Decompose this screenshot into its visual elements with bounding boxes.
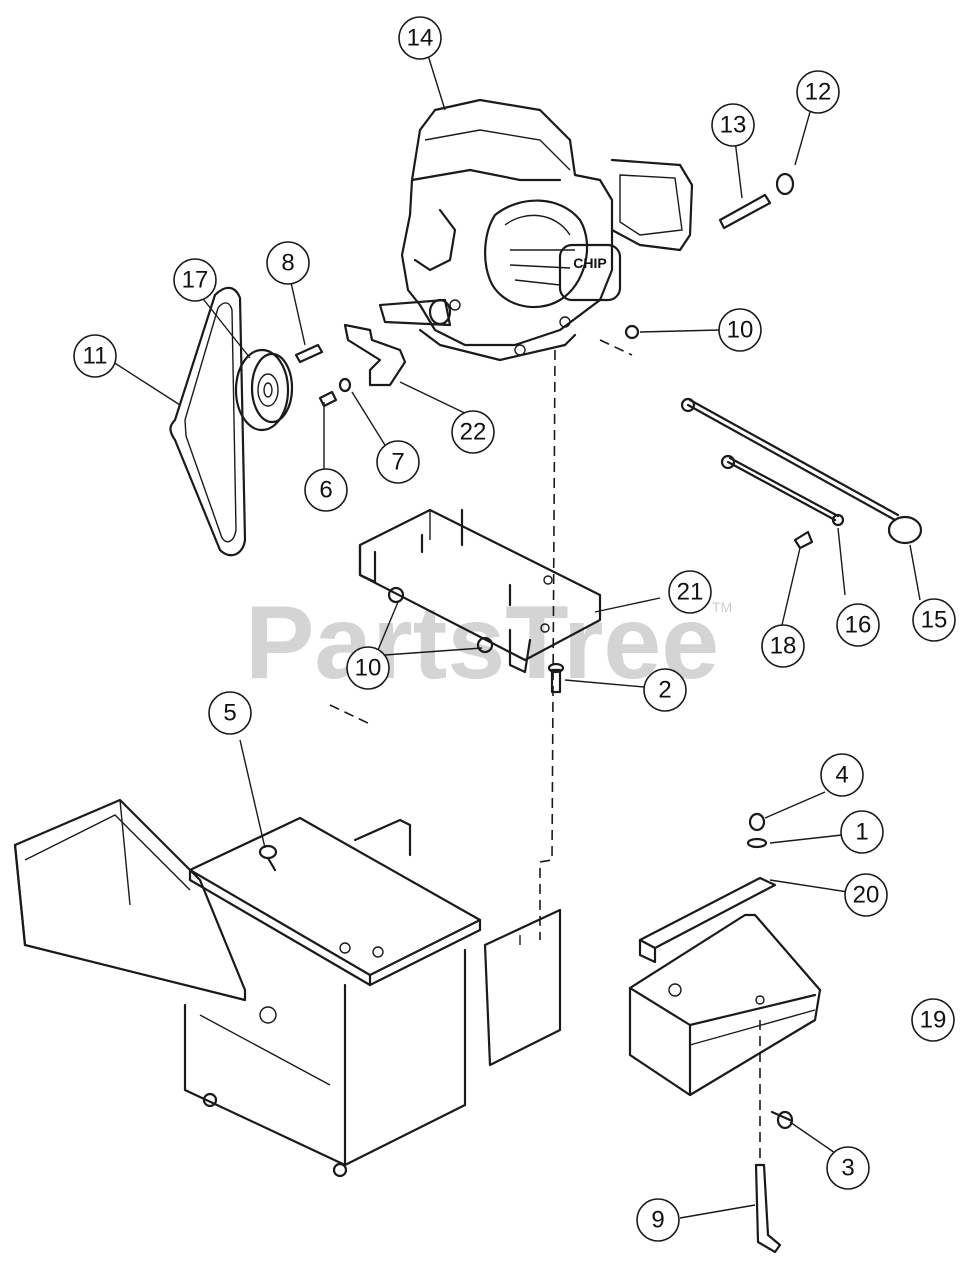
callout-18[interactable]: 18 (761, 624, 805, 668)
callout-16[interactable]: 16 (836, 603, 880, 647)
callout-label: 14 (407, 25, 434, 52)
callout-label: 18 (770, 633, 797, 660)
callout-19[interactable]: 19 (911, 998, 955, 1042)
callout-22[interactable]: 22 (451, 410, 495, 454)
engine[interactable]: CHIP (378, 98, 694, 362)
callout-20[interactable]: 20 (844, 873, 888, 917)
pulley[interactable] (234, 348, 294, 432)
callout-label: 13 (720, 112, 747, 139)
callout-14[interactable]: 14 (398, 16, 442, 60)
callout-label: 20 (853, 882, 880, 909)
callout-label: 2 (658, 677, 671, 704)
callout-9[interactable]: 9 (636, 1198, 680, 1242)
callout-label: 9 (651, 1207, 664, 1234)
callout-label: 10 (727, 317, 754, 344)
callout-label: 5 (223, 700, 236, 727)
watermark: PartsTree TM (245, 585, 732, 701)
callout-label: 7 (391, 449, 404, 476)
callout-label: 3 (841, 1155, 854, 1182)
callout-label: 21 (677, 579, 704, 606)
callout-17[interactable]: 17 (173, 258, 217, 302)
callout-1[interactable]: 1 (840, 810, 884, 854)
plate-hardware[interactable] (387, 586, 565, 694)
callouts: 1 2 3 4 5 6 7 8 9 10 10 11 12 13 14 15 1… (73, 16, 956, 1242)
discharge-tray[interactable] (628, 876, 822, 1097)
alignment-lines (329, 339, 761, 1165)
callout-label: 19 (920, 1007, 947, 1034)
rods[interactable] (680, 397, 923, 550)
callout-label: 16 (845, 612, 872, 639)
callout-label: 11 (83, 343, 108, 370)
callout-10-plate[interactable]: 10 (346, 646, 390, 690)
callout-4[interactable]: 4 (820, 753, 864, 797)
callout-label: 4 (835, 762, 848, 789)
callout-label: 12 (805, 79, 832, 106)
callout-3[interactable]: 3 (826, 1146, 870, 1190)
callout-13[interactable]: 13 (711, 103, 755, 147)
callout-11[interactable]: 11 (73, 334, 117, 378)
callout-label: 8 (281, 250, 294, 277)
callout-label: 17 (182, 267, 209, 294)
callout-5[interactable]: 5 (208, 691, 252, 735)
callout-8[interactable]: 8 (266, 241, 310, 285)
engine-badge: CHIP (573, 255, 606, 271)
leader-lines (109, 51, 921, 1219)
callout-21[interactable]: 21 (668, 570, 712, 614)
callout-12[interactable]: 12 (796, 70, 840, 114)
watermark-text: PartsTree (245, 585, 719, 701)
mount-plate[interactable] (358, 508, 602, 674)
hopper-housing[interactable] (13, 798, 562, 1178)
callout-label: 22 (460, 419, 487, 446)
callout-6[interactable]: 6 (304, 468, 348, 512)
small-hardware[interactable] (294, 323, 407, 408)
engine-nut[interactable] (624, 324, 640, 340)
callout-15[interactable]: 15 (912, 598, 956, 642)
tray-hardware[interactable] (746, 812, 794, 1254)
watermark-tm: TM (712, 599, 732, 615)
bolt-5[interactable] (258, 844, 278, 872)
callout-label: 15 (921, 607, 948, 634)
callout-2[interactable]: 2 (643, 668, 687, 712)
tube-and-cap[interactable] (718, 172, 795, 230)
callout-label: 6 (319, 477, 332, 504)
callout-label: 1 (855, 819, 868, 846)
callout-10-engine[interactable]: 10 (718, 308, 762, 352)
callout-7[interactable]: 7 (376, 440, 420, 484)
callout-label: 10 (355, 655, 382, 682)
belt[interactable] (169, 286, 247, 557)
